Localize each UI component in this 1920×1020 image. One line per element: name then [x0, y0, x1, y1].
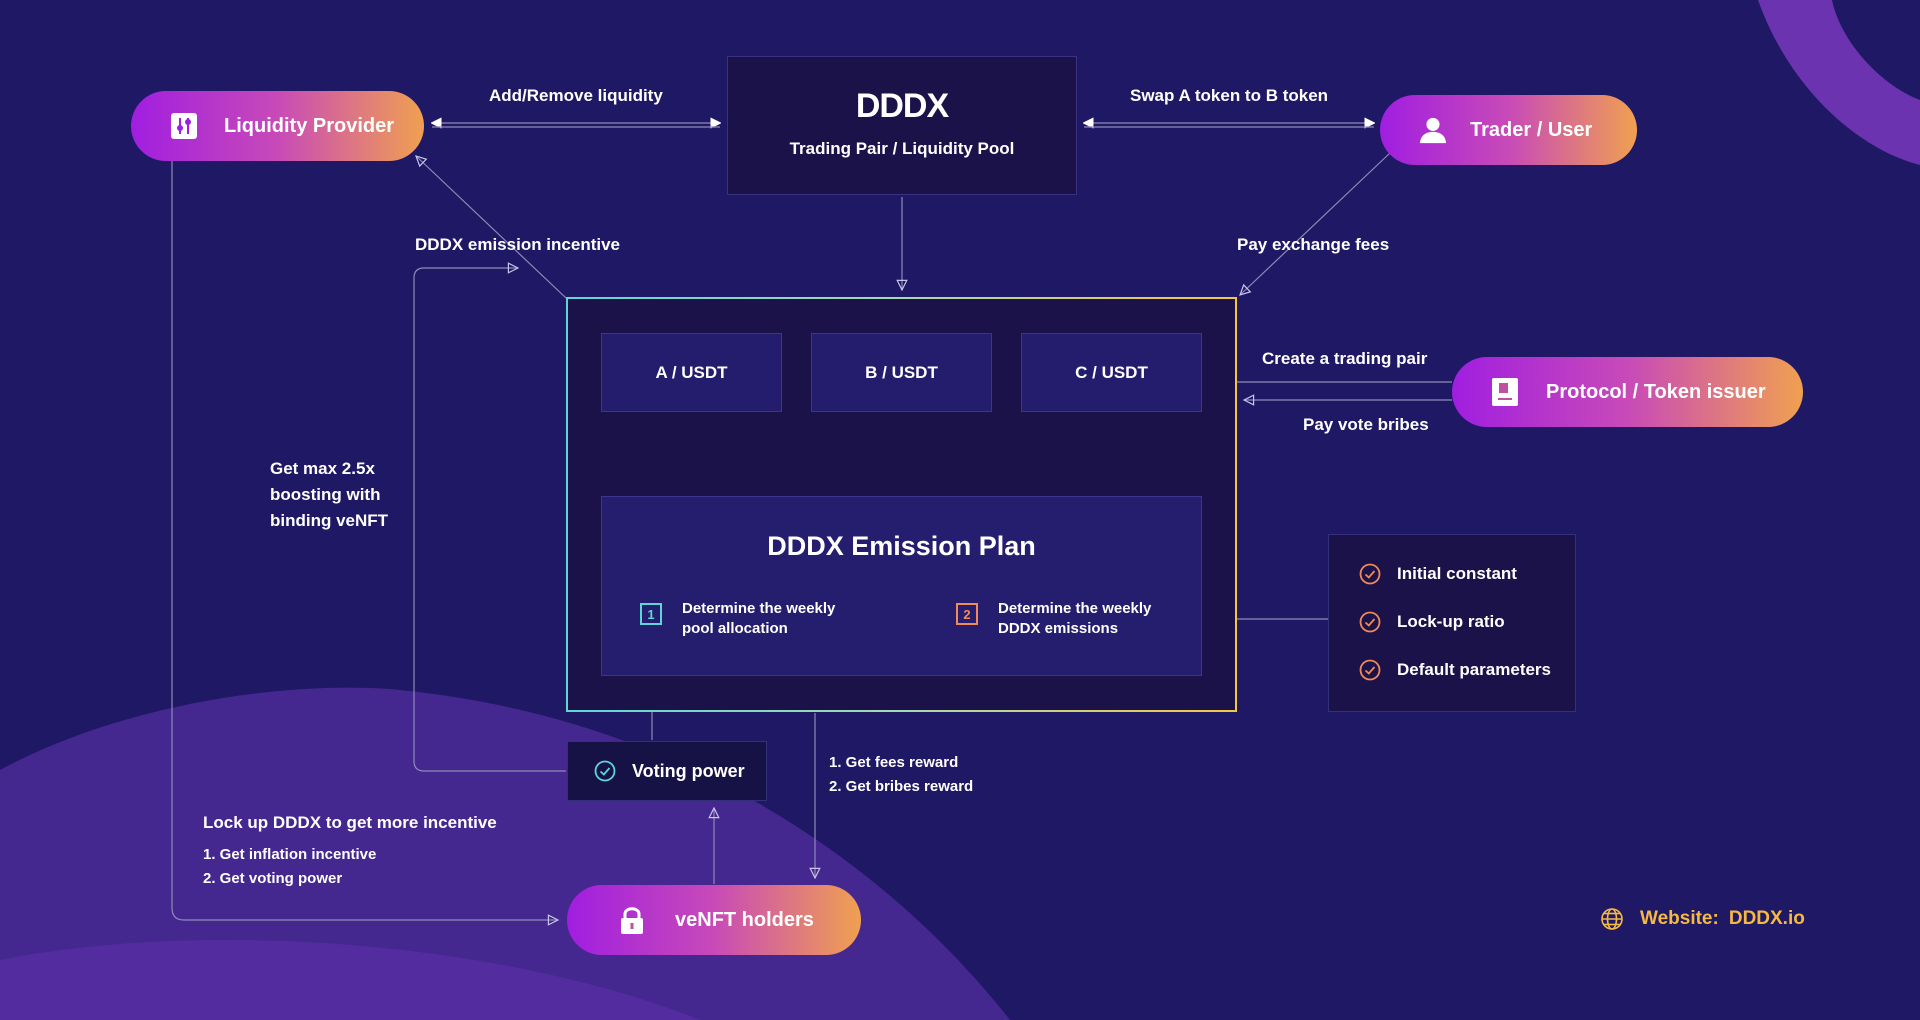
sliders-icon [169, 111, 199, 141]
parameters-box: Initial constant Lock-up ratio Default p… [1328, 534, 1576, 712]
dddx-logo: DDDX [855, 87, 949, 125]
pair-a-usdt[interactable]: A / USDT [601, 333, 782, 412]
pair-b-usdt[interactable]: B / USDT [811, 333, 992, 412]
rewards-label: 1. Get fees reward 2. Get bribes reward [829, 754, 974, 795]
lock-icon [617, 905, 647, 935]
voting-power-box[interactable]: Voting power [567, 741, 767, 801]
swap-label: Swap A token to B token [1130, 86, 1329, 105]
parameter-item: Lock-up ratio [1359, 611, 1505, 633]
protocol-label: Protocol / Token issuer [1546, 380, 1766, 403]
trader-label: Trader / User [1470, 118, 1593, 141]
document-icon [1490, 377, 1520, 407]
pair-c-usdt[interactable]: C / USDT [1021, 333, 1202, 412]
create-pair-label: Create a trading pair [1262, 349, 1428, 368]
vote-bribes-label: Pay vote bribes [1303, 415, 1429, 434]
emission-incentive-label: DDDX emission incentive [415, 235, 621, 254]
venft-label: veNFT holders [675, 908, 814, 931]
website-label: Website: [1640, 908, 1719, 929]
voting-power-label: Voting power [632, 760, 745, 781]
trader-pill[interactable]: Trader / User [1380, 95, 1637, 165]
parameter-item: Default parameters [1359, 659, 1551, 681]
step-2: 2 Determine the weekly DDDX emissions [956, 599, 1151, 639]
user-icon [1418, 115, 1448, 145]
check-circle-icon [1359, 563, 1381, 585]
lockup-items: 1. Get inflation incentive 2. Get voting… [203, 846, 377, 887]
bottom-left-blob-lower [0, 940, 700, 1020]
liquidity-provider-label: Liquidity Provider [224, 114, 395, 137]
lockup-title: Lock up DDDX to get more incentive [203, 813, 497, 832]
website-url: DDDX.io [1728, 908, 1805, 929]
boosting-label: Get max 2.5x boosting with binding veNFT [270, 459, 389, 530]
emission-plan-box: DDDX Emission Plan 1 Determine the weekl… [601, 496, 1202, 676]
liquidity-pool-box[interactable]: DDDX Trading Pair / Liquidity Pool [727, 56, 1077, 195]
add-remove-liquidity-label: Add/Remove liquidity [489, 86, 663, 105]
parameter-item: Initial constant [1359, 563, 1517, 585]
check-circle-icon [1359, 659, 1381, 681]
pool-subtitle: Trading Pair / Liquidity Pool [789, 139, 1015, 158]
website-link[interactable]: Website: DDDX.io [1600, 907, 1805, 931]
protocol-pill[interactable]: Protocol / Token issuer [1452, 357, 1803, 427]
liquidity-provider-pill[interactable]: Liquidity Provider [131, 91, 424, 161]
globe-icon [1601, 908, 1623, 930]
step-1: 1 Determine the weekly pool allocation [640, 599, 835, 639]
emission-plan-title: DDDX Emission Plan [767, 531, 1036, 561]
exchange-fees-label: Pay exchange fees [1237, 235, 1390, 254]
venft-holders-pill[interactable]: veNFT holders [567, 885, 861, 955]
check-circle-icon [594, 760, 616, 782]
top-right-arc [1758, 0, 1920, 165]
step-2-number: 2 [956, 603, 978, 625]
step-1-number: 1 [640, 603, 662, 625]
check-circle-icon [1359, 611, 1381, 633]
